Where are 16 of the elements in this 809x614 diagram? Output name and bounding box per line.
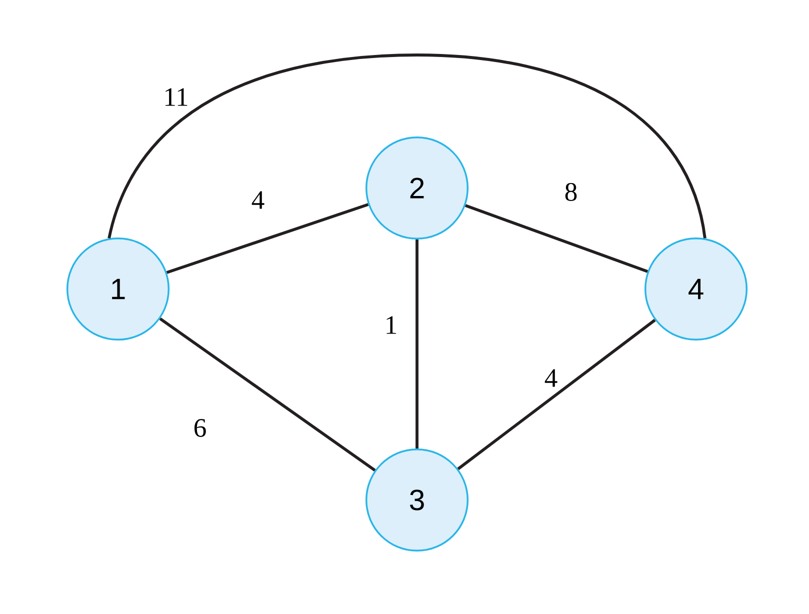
edge-weight: 1: [386, 316, 396, 334]
graph-edge: [108, 54, 706, 239]
graph-edge: [159, 318, 376, 472]
edge-weight: 8: [565, 183, 577, 201]
graph-edge: [416, 240, 418, 448]
graph-vertex: 4: [644, 237, 748, 341]
graph-vertex: 2: [365, 136, 469, 240]
edge-weight: 11: [166, 88, 188, 106]
graph-vertex: 3: [365, 448, 469, 552]
edge-weight: 4: [252, 191, 264, 209]
edge-weight: 4: [544, 369, 558, 387]
graph-edge: [464, 204, 648, 273]
graph-vertex: 1: [66, 237, 170, 341]
edge-weight: 6: [194, 419, 206, 437]
graph-edge: [457, 318, 656, 470]
graph-edge: [166, 203, 369, 274]
